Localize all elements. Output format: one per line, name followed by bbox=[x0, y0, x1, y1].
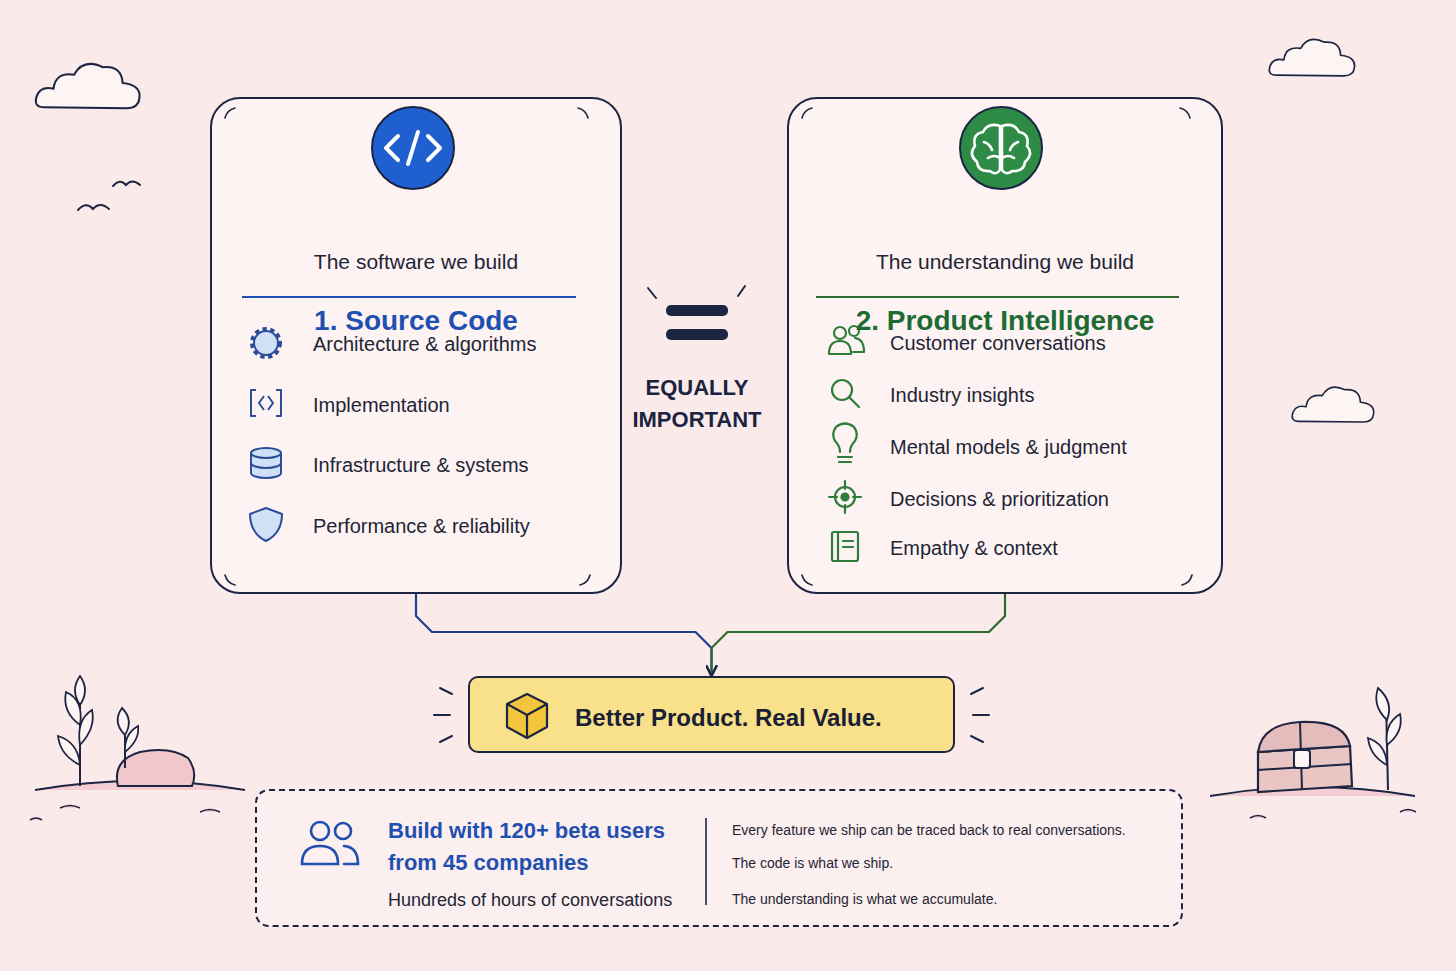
note-text: The understanding is what we accumulate. bbox=[732, 890, 997, 908]
list-item: Mental models & judgment bbox=[890, 435, 1127, 460]
list-item: Decisions & prioritization bbox=[890, 487, 1109, 512]
bird bbox=[78, 182, 140, 211]
connector bbox=[712, 594, 1006, 676]
people-icon bbox=[302, 822, 358, 864]
brain-icon bbox=[960, 107, 1042, 189]
code-icon bbox=[372, 107, 454, 189]
divider bbox=[816, 296, 1179, 298]
sparkle bbox=[434, 688, 989, 742]
box-fill bbox=[211, 98, 621, 593]
list-item: Architecture & algorithms bbox=[313, 332, 536, 357]
box-fill bbox=[256, 790, 1182, 926]
list-item: Infrastructure & systems bbox=[313, 453, 529, 478]
note-text: Hundreds of hours of conversations bbox=[388, 889, 672, 912]
box-fill bbox=[788, 98, 1222, 593]
note-text: Every feature we ship can be traced back… bbox=[732, 821, 1126, 839]
list-item: Empathy & context bbox=[890, 536, 1058, 561]
note-text: The code is what we ship. bbox=[732, 854, 893, 872]
list-icon bbox=[250, 330, 282, 541]
note-box: Build with 120+ beta users from 45 compa… bbox=[255, 789, 1183, 927]
box-fill bbox=[469, 677, 954, 752]
equal-label: EQUALLY IMPORTANT bbox=[617, 372, 777, 436]
ground-left bbox=[30, 676, 245, 820]
result-text: Better Product. Real Value. bbox=[575, 703, 882, 733]
list-icon bbox=[829, 326, 864, 561]
result-box: Better Product. Real Value. bbox=[468, 676, 955, 753]
list-item: Performance & reliability bbox=[313, 514, 530, 539]
card-subtitle: The understanding we build bbox=[789, 249, 1221, 275]
connector bbox=[416, 594, 712, 676]
divider bbox=[705, 818, 707, 905]
treasure-chest bbox=[1210, 688, 1416, 818]
equal-sign bbox=[648, 286, 745, 340]
concept-card: 2. Product IntelligenceThe understanding… bbox=[787, 97, 1223, 594]
corner-tick bbox=[225, 108, 1192, 585]
list-item: Customer conversations bbox=[890, 331, 1106, 356]
list-item: Implementation bbox=[313, 393, 450, 418]
cube-icon bbox=[507, 694, 547, 738]
divider bbox=[242, 296, 576, 298]
card-title: 1. Source Code bbox=[212, 303, 620, 338]
note-heading: Build with 120+ beta users from 45 compa… bbox=[388, 815, 708, 879]
concept-card: 1. Source Code The software we buildArchi… bbox=[210, 97, 622, 594]
list-item: Industry insights bbox=[890, 383, 1035, 408]
card-subtitle: The software we build bbox=[212, 249, 620, 275]
